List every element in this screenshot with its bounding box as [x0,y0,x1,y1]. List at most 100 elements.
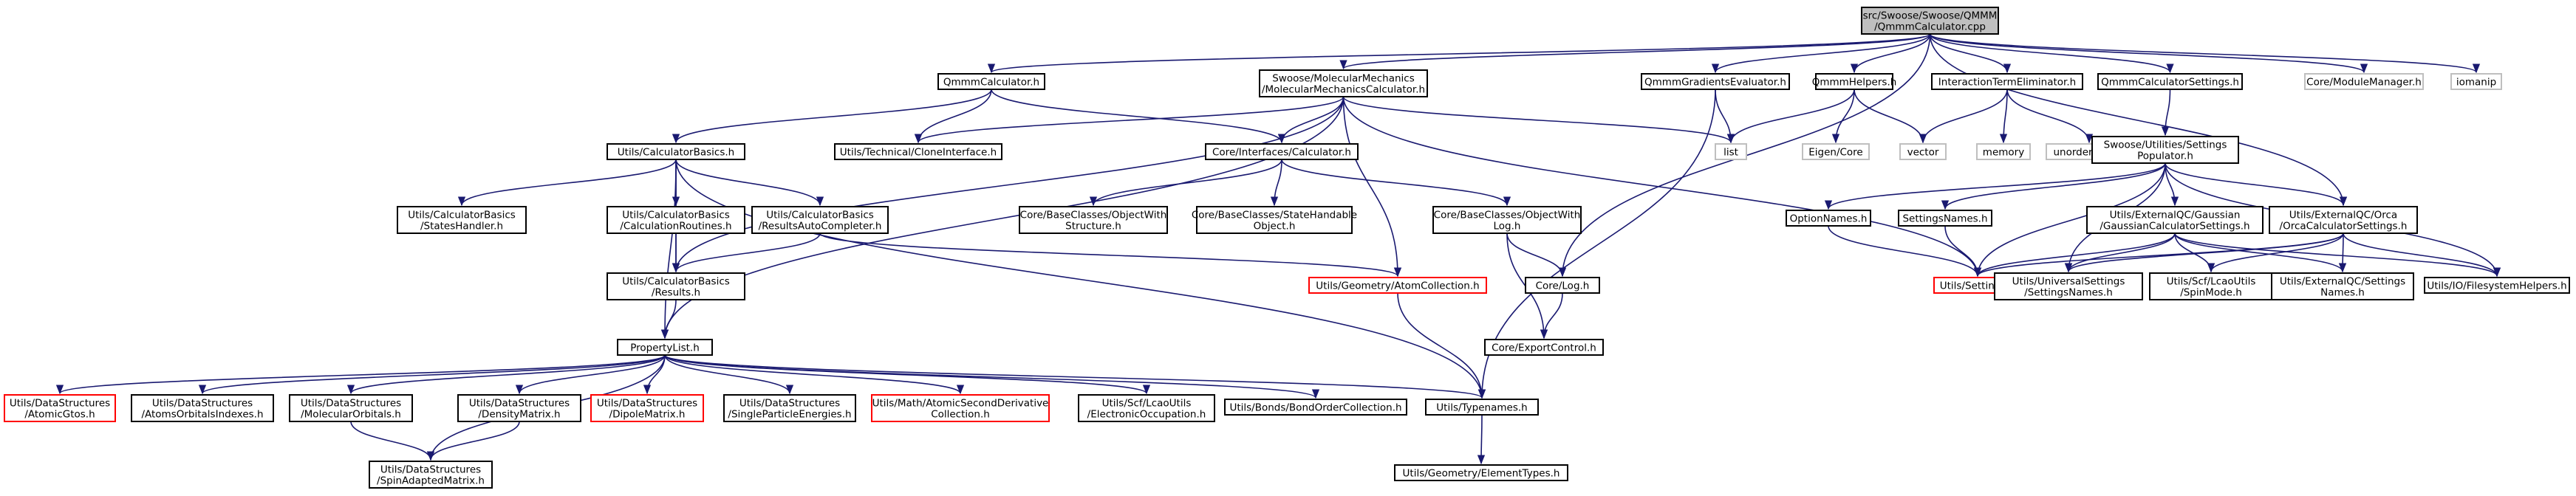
node-box [834,143,1002,160]
edge-property_list_h-to-aoi_h [199,354,666,395]
node-elec-occ-h[interactable]: Utils/Scf/LcaoUtils/ElectronicOccupation… [1078,394,1215,422]
edge-mm_calc_h-to-clone_iface_h [915,96,1345,144]
edge-calc_basics_h-to-states_handler_h [457,159,677,207]
edge-settings_pop_h-to-option_names_h [1825,162,2166,210]
node-vector[interactable]: vector [1899,143,1947,160]
edge-root-to-module_mgr_h [1929,33,2368,74]
node-root[interactable]: src/Swoose/Swoose/QMMM/QmmmCalculator.cp… [1861,7,1999,35]
node-label: Populator.h [2137,151,2193,162]
node-results-h[interactable]: Utils/CalculatorBasics/Results.h [607,272,745,300]
node-typenames-h[interactable]: Utils/Typenames.h [1425,399,1539,416]
node-states-handler-h[interactable]: Utils/CalculatorBasics/StatesHandler.h [397,206,527,234]
node-ite-h[interactable]: InteractionTermEliminator.h [1931,73,2083,90]
edge-gaussian_settings_h-to-utils_settings_h [1973,232,2176,278]
node-label: Utils/CalculatorBasics.h [618,147,734,159]
node-element-types-h[interactable]: Utils/Geometry/ElementTypes.h [1394,464,1568,481]
node-extqc-settings-names-h[interactable]: Utils/ExternalQC/SettingsNames.h [2271,272,2414,300]
node-univ-settings-names-h[interactable]: Utils/UniversalSettings/SettingsNames.h [1994,272,2143,300]
node-label: InteractionTermEliminator.h [1938,77,2076,89]
node-calc-basics-h[interactable]: Utils/CalculatorBasics.h [607,143,745,160]
node-box [2304,73,2424,90]
node-box [723,394,856,422]
node-helpers-h[interactable]: QmmmHelpers.h [1812,73,1897,90]
node-box [607,206,745,234]
node-export-control-h[interactable]: Core/ExportControl.h [1484,339,1604,356]
node-label: SettingsNames.h [1902,213,1987,225]
node-box [607,272,745,300]
node-qmmm-calc-h[interactable]: QmmmCalculator.h [937,73,1045,90]
edge-mm_calc_h-to-utils_settings_h [1342,96,1982,278]
node-label: Utils/Typenames.h [1436,402,1527,414]
node-property-list-h[interactable]: PropertyList.h [617,339,713,356]
node-atom-collection-h[interactable]: Utils/Geometry/AtomCollection.h [1308,277,1487,294]
node-atomic-gtos-h[interactable]: Utils/DataStructures/AtomicGtos.h [4,394,116,422]
node-label: /QmmmCalculator.cpp [1874,21,1986,33]
node-spin-mode-h[interactable]: Utils/Scf/LcaoUtils/SpinMode.h [2149,272,2273,300]
node-results-auto-h[interactable]: Utils/CalculatorBasics/ResultsAutoComple… [751,206,889,234]
node-label: /MolecularMechanicsCalculator.h [1262,84,1425,96]
node-memory[interactable]: memory [1976,143,2031,160]
node-fs-helpers-h[interactable]: Utils/IO/FilesystemHelpers.h [2424,277,2570,294]
node-eigen-core[interactable]: Eigen/Core [1802,143,1870,160]
node-settings-names-h[interactable]: SettingsNames.h [1898,210,1992,227]
node-grad-eval-h[interactable]: QmmmGradientsEvaluator.h [1641,73,1790,90]
node-label: /ElectronicOccupation.h [1087,409,1206,421]
node-label: Log.h [1494,221,1521,232]
edge-property_list_h-to-typenames_h [664,354,1486,399]
edge-root-to-calc_settings_h [1929,33,2174,74]
node-calc-settings-h[interactable]: QmmmCalculatorSettings.h [2097,73,2243,90]
edge-atom_collection_h-to-typenames_h [1397,292,1486,399]
node-box [1898,210,1992,227]
node-box [1394,464,1568,481]
node-box [289,394,413,422]
node-gaussian-settings-h[interactable]: Utils/ExternalQC/Gaussian/GaussianCalcul… [2086,206,2264,234]
node-label: Core/BaseClasses/StateHandable [1192,210,1357,221]
node-box [2269,206,2418,234]
edge-core_calc_h-to-obj_with_log_h [1281,159,1511,207]
edge-core_calc_h-to-state_handable_h [1270,159,1282,207]
edge-gaussian_settings_h-to-fs_helpers_h [2174,232,2501,278]
node-box [2149,272,2273,300]
node-spe-h[interactable]: Utils/DataStructures/SingleParticleEnerg… [723,394,856,422]
node-bond-order-h[interactable]: Utils/Bonds/BondOrderCollection.h [1224,399,1407,416]
node-list[interactable]: list [1715,143,1747,160]
node-label: /ResultsAutoCompleter.h [759,221,882,232]
node-orca-settings-h[interactable]: Utils/ExternalQC/Orca/OrcaCalculatorSett… [2269,206,2418,234]
node-module-mgr-h[interactable]: Core/ModuleManager.h [2304,73,2424,90]
node-aoi-h[interactable]: Utils/DataStructures/AtomsOrbitalsIndexe… [131,394,274,422]
node-box [1019,206,1168,234]
node-core-log-h[interactable]: Core/Log.h [1525,277,1600,294]
node-box [871,394,1050,422]
node-label: /OrcaCalculatorSettings.h [2280,221,2408,232]
node-asdc-h[interactable]: Utils/Math/AtomicSecondDerivativeCollect… [871,394,1050,422]
node-label: Core/Log.h [1536,280,1590,292]
node-label: QmmmGradientsEvaluator.h [1644,77,1786,89]
node-core-calc-h[interactable]: Core/Interfaces/Calculator.h [1205,143,1359,160]
node-label: Core/BaseClasses/ObjectWith [1434,210,1581,221]
node-mo-h[interactable]: Utils/DataStructures/MolecularOrbitals.h [289,394,413,422]
node-box [457,394,581,422]
node-calc-routines-h[interactable]: Utils/CalculatorBasics/CalculationRoutin… [607,206,745,234]
node-iomanip[interactable]: iomanip [2450,73,2502,90]
node-density-h[interactable]: Utils/DataStructures/DensityMatrix.h [457,394,581,422]
node-label: Utils/DataStructures [469,398,570,410]
node-label: Core/ModuleManager.h [2306,77,2422,89]
node-option-names-h[interactable]: OptionNames.h [1786,210,1871,227]
node-clone-iface-h[interactable]: Utils/Technical/CloneInterface.h [834,143,1002,160]
edge-helpers_h-to-vector [1854,89,1927,144]
node-label: Utils/ExternalQC/Orca [2289,210,2397,221]
node-label: /SingleParticleEnergies.h [728,409,851,421]
node-spin-adapted-h[interactable]: Utils/DataStructures/SpinAdaptedMatrix.h [369,461,493,489]
edge-root-to-iomanip [1929,33,2480,74]
node-label: Utils/DataStructures [597,398,697,410]
node-box [751,206,889,234]
node-dipole-h[interactable]: Utils/DataStructures/DipoleMatrix.h [590,394,704,422]
node-label: Utils/CalculatorBasics [622,276,730,288]
node-mm-calc-h[interactable]: Swoose/MolecularMechanics/MolecularMecha… [1259,69,1428,97]
edge-calc_basics_h-to-typenames_h [675,159,1486,399]
node-label: /AtomsOrbitalsIndexes.h [141,409,263,421]
